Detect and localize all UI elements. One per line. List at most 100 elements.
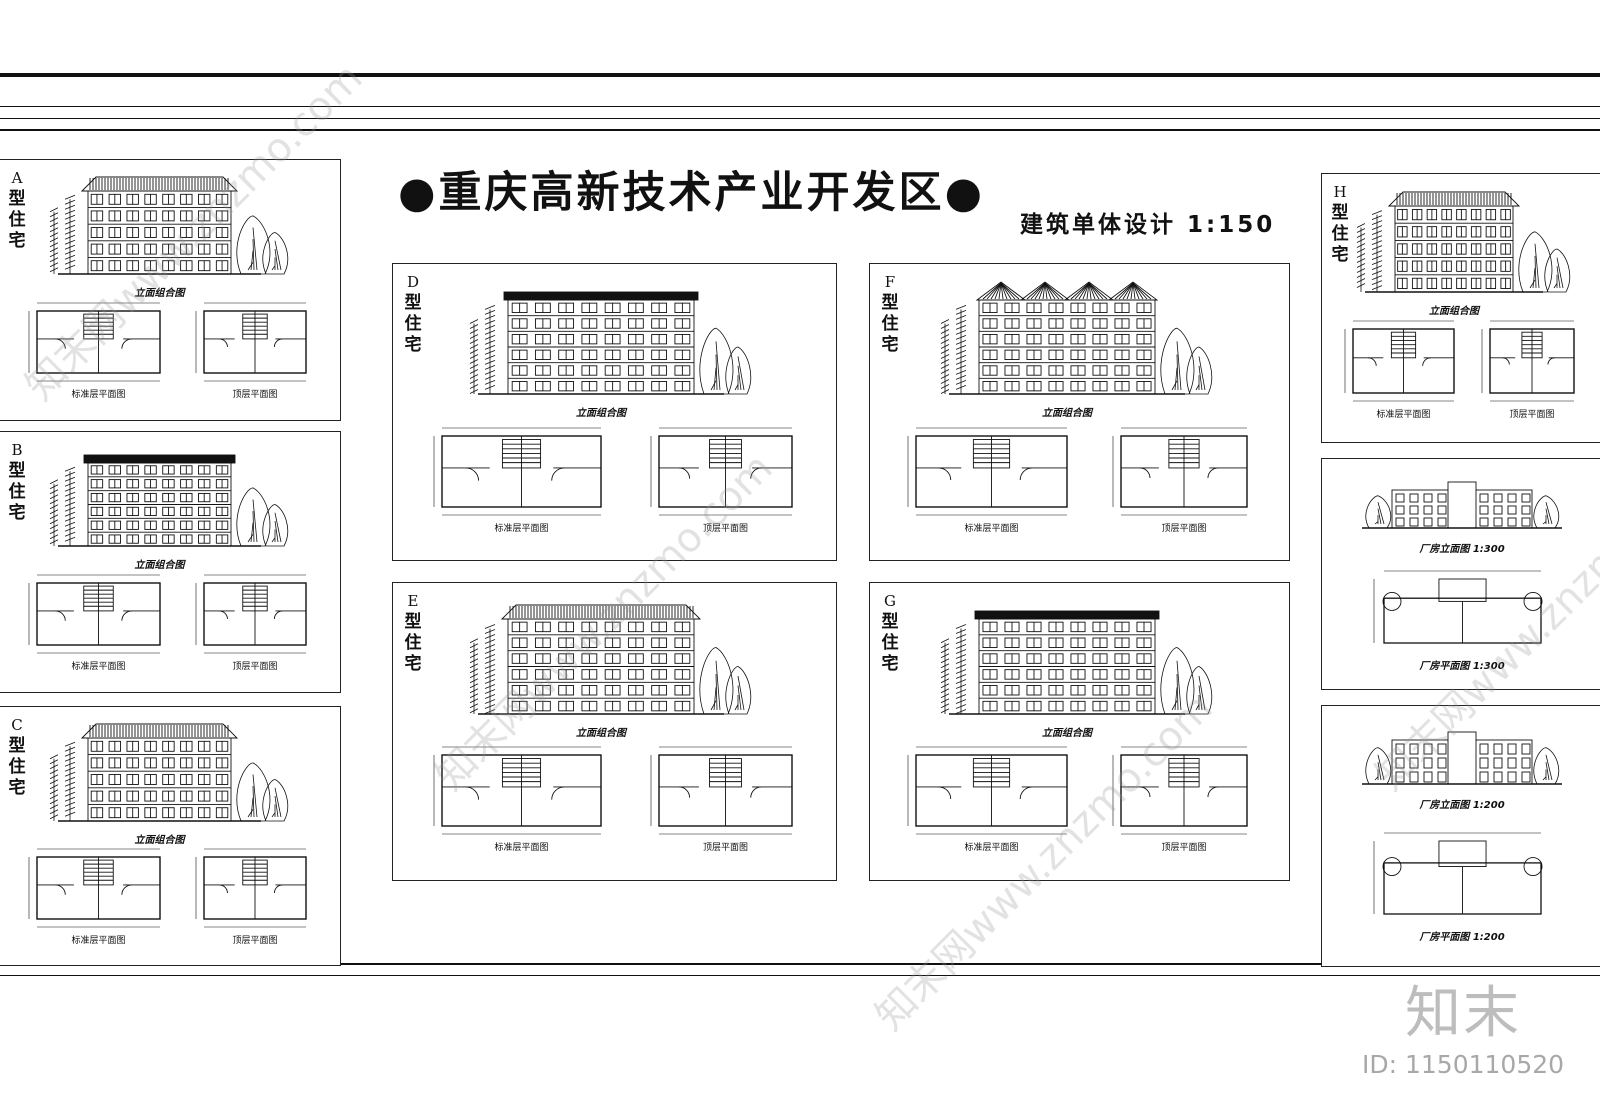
elevation-caption: 立面组合图 xyxy=(134,835,185,846)
tree-sketch xyxy=(64,194,76,274)
tree-sketch xyxy=(1518,231,1553,293)
factory-elevation xyxy=(1362,731,1562,785)
floor-plan xyxy=(907,427,1068,516)
tree-sketch xyxy=(64,466,76,546)
tree-sketch xyxy=(940,638,950,714)
tree-sketch xyxy=(940,319,950,394)
tree-sketch xyxy=(49,207,59,274)
tree-sketch xyxy=(1544,248,1571,293)
watermark-logo: 知末 xyxy=(1405,981,1521,1046)
tree-sketch xyxy=(262,504,289,547)
tree-sketch xyxy=(1365,747,1392,785)
type-label-char: 型 xyxy=(8,461,26,481)
type-letter: B xyxy=(11,441,23,459)
frame-line xyxy=(0,963,1600,965)
type-label-char: 型 xyxy=(8,189,26,209)
plan-caption-top: 顶层平面图 xyxy=(1161,524,1207,534)
sub-title: 建筑单体设计 1:150 xyxy=(1020,212,1276,238)
panel-factory-1: 厂房立面图 1:300 厂房平面图 1:300 xyxy=(1321,458,1600,690)
factory-elevation-caption: 厂房立面图 1:200 xyxy=(1419,800,1505,811)
factory-plan-caption: 厂房平面图 1:200 xyxy=(1419,932,1505,943)
tree-sketch xyxy=(262,779,289,822)
type-letter: E xyxy=(407,592,419,610)
tree-sketch xyxy=(1371,210,1383,292)
tree-sketch xyxy=(64,741,76,821)
plan-caption-top: 顶层平面图 xyxy=(232,662,278,672)
type-letter: A xyxy=(11,169,23,187)
elevation-caption: 立面组合图 xyxy=(134,560,185,571)
panel-drawing xyxy=(1344,191,1575,402)
elevation-caption: 立面组合图 xyxy=(1429,306,1479,317)
elevation-caption: 立面组合图 xyxy=(134,288,185,299)
type-label-char: 型 xyxy=(1331,203,1349,223)
building-elevation xyxy=(1365,191,1543,293)
type-label-char: 宅 xyxy=(404,654,422,674)
type-label-char: 宅 xyxy=(8,231,26,251)
panel-drawing xyxy=(1362,481,1562,644)
building-elevation xyxy=(58,176,261,275)
factory-plan xyxy=(1373,832,1543,915)
elevation-caption: 立面组合图 xyxy=(1042,728,1092,739)
floor-plan xyxy=(28,574,161,654)
tree-sketch xyxy=(1160,647,1195,715)
type-letter: G xyxy=(884,592,896,610)
type-letter: D xyxy=(406,273,420,291)
panel-drawing xyxy=(907,610,1248,835)
plan-caption-top: 顶层平面图 xyxy=(232,390,278,400)
plan-caption-top: 顶层平面图 xyxy=(702,524,749,534)
floor-plan xyxy=(1344,320,1455,402)
floor-plan xyxy=(433,746,602,835)
type-label-char: 宅 xyxy=(404,335,422,355)
tree-sketch xyxy=(262,232,289,275)
panel-factory-2: 厂房立面图 1:200 厂房平面图 1:200 xyxy=(1321,705,1600,967)
frame-line-top xyxy=(0,73,1600,77)
tree-sketch xyxy=(699,327,734,395)
tree-sketch xyxy=(49,479,59,546)
floor-plan xyxy=(1112,427,1248,516)
frame-line xyxy=(0,106,1600,107)
building-elevation xyxy=(58,723,261,822)
building-elevation xyxy=(949,281,1185,395)
plan-caption-top: 顶层平面图 xyxy=(702,843,749,853)
type-label-char: 住 xyxy=(8,210,26,230)
floor-plan xyxy=(195,574,307,654)
floor-plan xyxy=(650,427,793,516)
factory-elevation-caption: 厂房立面图 1:300 xyxy=(1419,544,1505,555)
factory-plan-caption: 厂房平面图 1:300 xyxy=(1419,661,1505,672)
plan-caption-standard: 标准层平面图 xyxy=(71,390,126,400)
panel-drawing xyxy=(433,291,793,516)
plan-caption-top: 顶层平面图 xyxy=(1161,843,1207,853)
type-label-char: 住 xyxy=(8,757,26,777)
plan-caption-standard: 标准层平面图 xyxy=(71,936,126,946)
tree-sketch xyxy=(1186,346,1213,395)
type-label-char: 型 xyxy=(8,736,26,756)
tree-sketch xyxy=(1160,327,1195,395)
plan-caption-standard: 标准层平面图 xyxy=(964,524,1019,534)
tree-sketch xyxy=(236,487,271,547)
tree-sketch xyxy=(1356,223,1366,292)
tree-sketch xyxy=(955,305,967,394)
frame-line xyxy=(0,975,1600,976)
building-elevation xyxy=(949,610,1185,715)
elevation-caption: 立面组合图 xyxy=(1042,408,1092,419)
main-title: ●重庆高新技术产业开发区● xyxy=(398,168,986,218)
tree-sketch xyxy=(236,215,271,275)
panel-drawing xyxy=(1362,731,1562,915)
elevation-caption: 立面组合图 xyxy=(576,728,626,739)
elevation-caption: 立面组合图 xyxy=(576,408,626,419)
floor-plan xyxy=(907,746,1068,835)
type-letter: C xyxy=(11,716,23,734)
plan-caption-standard: 标准层平面图 xyxy=(494,524,549,534)
factory-plan xyxy=(1373,570,1543,644)
tree-sketch xyxy=(1365,495,1392,529)
